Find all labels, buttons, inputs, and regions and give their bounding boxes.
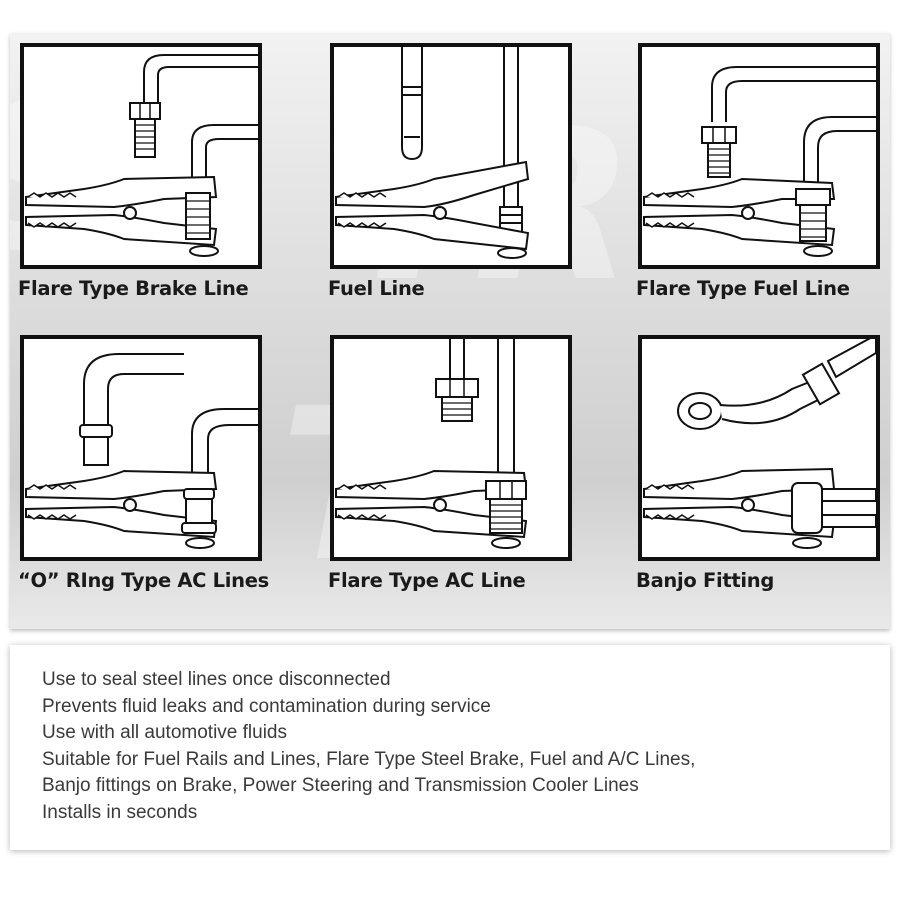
feature-item: Prevents fluid leaks and contamination d… [42,695,491,717]
features-panel: Use to seal steel lines once disconnecte… [10,645,890,850]
diagram-label: “O” RIng Type AC Lines [18,569,269,592]
feature-item: Suitable for Fuel Rails and Lines, Flare… [42,748,696,770]
diagram-frame [638,43,880,269]
diagram-label: Flare Type Brake Line [18,277,249,300]
diagram-label: Flare Type AC Line [328,569,526,592]
feature-item: Installs in seconds [42,801,198,823]
flare-ac-line-illustration [335,339,528,549]
features-list: Use to seal steel lines once disconnecte… [42,667,695,826]
flare-nut-icon [435,378,479,422]
banjo-fitting-icon [677,339,876,430]
feature-item: Use with all automotive fluids [42,722,287,743]
feature-item: Use to seal steel lines once disconnecte… [42,669,391,690]
diagram-label: Fuel Line [328,277,425,300]
flare-brake-line-illustration [25,54,258,257]
o-ring-icon [79,424,113,466]
diagram-label: Banjo Fitting [636,569,775,592]
banjo-fitting-illustration [643,339,876,549]
diagram-frame [20,43,262,269]
feature-item: Banjo fittings on Brake, Power Steering … [42,775,639,796]
diagram-panel: S TR TR [10,33,890,629]
fuel-line-illustration [335,47,530,259]
flare-fuel-line-illustration [643,66,876,257]
diagram-frame [330,335,572,561]
flare-nut-icon [129,102,161,158]
diagram-frame [638,335,880,561]
diagram-frame [20,335,262,561]
flare-nut-icon [701,126,737,178]
diagram-label: Flare Type Fuel Line [636,277,850,300]
o-ring-ac-line-illustration [25,353,258,549]
diagram-frame [330,43,572,269]
